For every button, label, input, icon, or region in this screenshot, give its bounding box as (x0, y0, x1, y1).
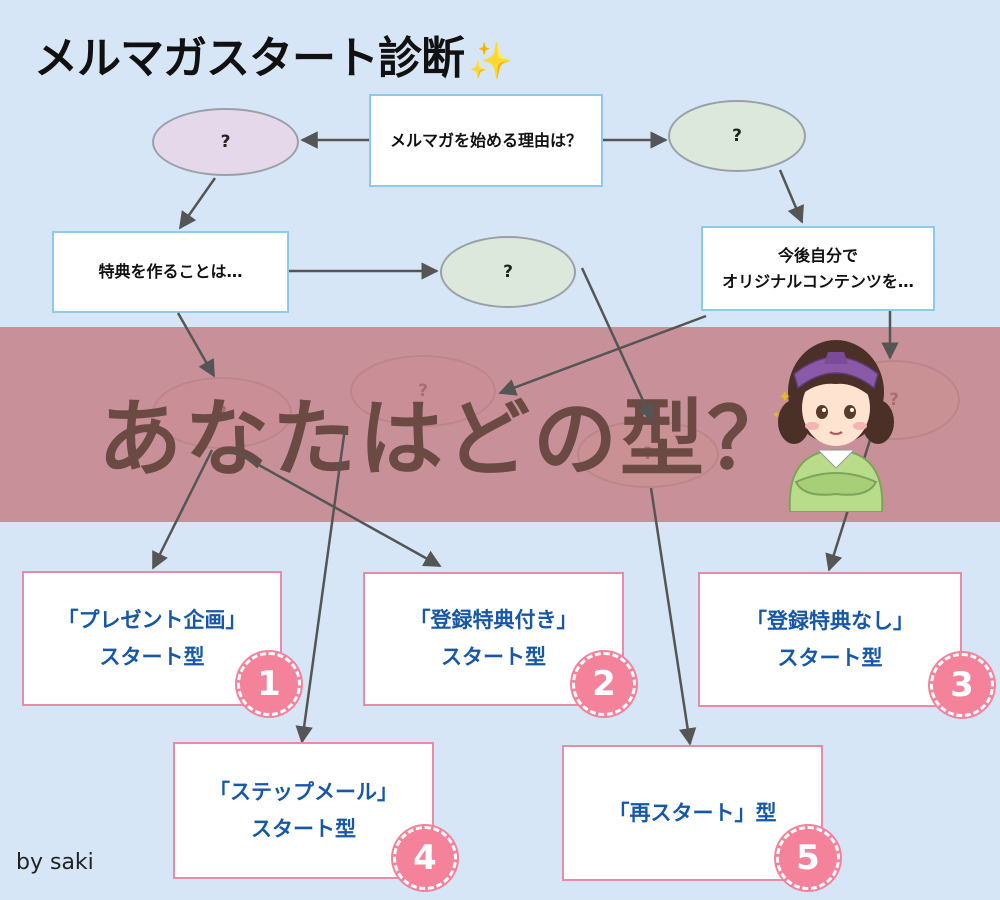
result-title: 「登録特典なし」 (746, 608, 914, 633)
headband (793, 356, 879, 390)
question-box-bonus: 特典を作ることは… (52, 231, 289, 313)
sparkle-icon: ✦ (778, 387, 791, 406)
arrow (580, 267, 654, 422)
number-badge-2: 2 (572, 652, 636, 716)
arrow (151, 449, 214, 570)
result-box-4: 「ステップメール」 スタート型 (173, 742, 434, 879)
arms (794, 472, 878, 496)
collar (816, 449, 856, 469)
title-text: メルマガスタート診断 (34, 33, 465, 84)
number-badge-5: 5 (776, 826, 840, 890)
result-subtitle: スタート型 (441, 645, 546, 669)
face (802, 370, 870, 446)
arrow (498, 314, 707, 396)
eye (816, 405, 828, 419)
result-title: 「ステップメール」 (209, 779, 398, 804)
result-subtitle: スタート型 (777, 645, 883, 670)
arrow (778, 169, 804, 224)
arrow (649, 487, 697, 746)
headband-knot (824, 352, 848, 364)
answer-mark: ? (732, 126, 742, 146)
result-subtitle: スタート型 (251, 816, 356, 841)
result-box-3: 「登録特典なし」 スタート型 (698, 572, 962, 707)
number-badge-3: 3 (930, 653, 994, 717)
answer-mark: ? (503, 262, 513, 282)
result-title: 「登録特典付き」 (409, 608, 578, 633)
question-text: 特典を作ることは… (98, 262, 243, 282)
question-text-line2: オリジナルコンテンツを… (722, 271, 914, 291)
question-text-line1: 今後自分で (777, 245, 858, 265)
arrow (231, 448, 442, 568)
question-text: メルマガを始める理由は？ (389, 130, 582, 150)
question-box-reason: メルマガを始める理由は？ (369, 94, 603, 187)
hair-curl (778, 400, 810, 444)
answer-oval: ? (440, 236, 576, 308)
eye (844, 405, 856, 419)
sparkle-icon: ✦ (772, 410, 780, 421)
result-subtitle: スタート型 (99, 644, 205, 669)
answer-oval: ? (668, 100, 806, 172)
author-credit: by saki (16, 850, 94, 875)
arrow (176, 312, 216, 378)
sparkle-icon: ✨ (468, 41, 513, 82)
number-badge-1: 1 (237, 652, 301, 716)
overlay-text: あなたはどの型？ (98, 390, 795, 488)
cheek (853, 422, 867, 430)
character-illustration: ✦ ✦ (772, 340, 894, 512)
answer-oval: ? (152, 108, 299, 176)
answer-mark: ? (220, 132, 231, 152)
arrow (178, 177, 217, 230)
result-box-5: 「再スタート」型 (562, 745, 823, 881)
cheek (805, 422, 819, 430)
number-badge-4: 4 (393, 826, 457, 890)
result-title: 「プレゼント企画」 (57, 607, 247, 632)
result-title: 「再スタート」型 (608, 800, 777, 825)
mouth (829, 431, 843, 435)
hair-curl (862, 400, 894, 444)
question-box-content: 今後自分で オリジナルコンテンツを… (701, 226, 935, 311)
arrow (295, 427, 347, 744)
page-title: メルマガスタート診断✨ (34, 22, 513, 86)
